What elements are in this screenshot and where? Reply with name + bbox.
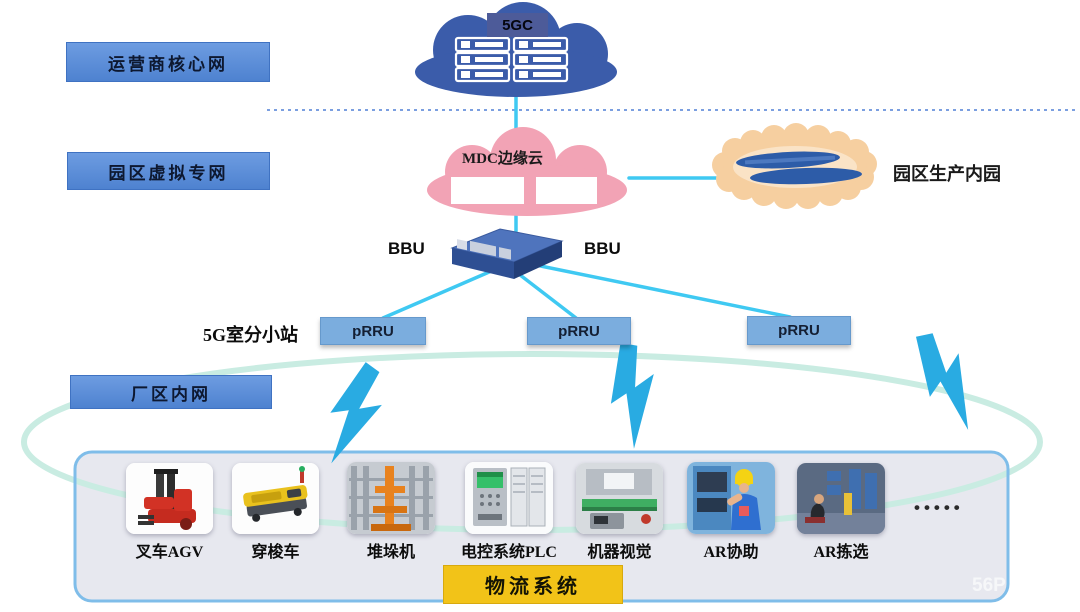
router-disk-icons [736,151,862,185]
layer-label-factory-intranet: 厂区内网 [70,375,272,409]
device-tile-ar-assist [687,462,775,534]
device-label: AR拣选 [813,544,869,561]
device-label: 电控系统PLC [460,544,557,561]
device-tile-stacker-crane [347,462,435,534]
mdc-edge-cloud [427,127,627,216]
shuttle-car-icon [232,463,319,534]
lightning-bolt-icon [610,342,654,449]
watermark: 56P [972,575,1006,596]
device-tile-shuttle-car [232,463,319,534]
device-label: 机器视觉 [587,544,652,561]
connector-lines [381,93,792,320]
edge-node-slot-1 [451,177,524,204]
device-tile-machine-vision [576,463,663,534]
prru-box-3: pRRU [747,316,851,345]
prru-box-1: pRRU [320,317,426,345]
bbu-device [450,228,564,279]
bbu-label-right: BBU [584,239,621,258]
device-label: 堆垛机 [366,544,415,561]
more-devices-dots: ••••• [914,498,964,517]
device-label: 穿梭车 [251,544,300,561]
link-bbu-prru2 [509,266,578,320]
edge-cloud-label: MDC边缘云 [462,151,543,167]
layer-label-core-network: 运营商核心网 [66,42,270,82]
logistics-system-banner: 物流系统 [443,565,623,604]
layer-label-campus-private: 园区虚拟专网 [67,152,270,190]
device-tile-plc [465,462,553,534]
prru-box-2: pRRU [527,317,631,345]
core-cloud-label: 5GC [487,13,548,37]
production-cloud-label: 园区生产内园 [893,164,1001,184]
device-label: 叉车AGV [135,544,204,561]
ar-picking-icon [797,463,885,534]
forklift-agv-icon [126,463,213,534]
plc-cabinet-icon [465,462,553,534]
server-stack-icons [454,36,569,83]
prru-station-label: 5G室分小站 [203,325,299,345]
machine-vision-icon [576,463,663,534]
production-cloud [712,123,877,209]
lightning-bolt-icon [330,362,382,464]
link-bbu-prru1 [381,264,505,320]
device-label: AR协助 [703,544,759,561]
lightning-bolt-icon [915,333,969,431]
edge-node-slot-2 [536,177,597,204]
bbu-label-left: BBU [388,239,425,258]
5gc-cloud [415,2,617,97]
wireless-lightning-bolts [330,333,969,464]
device-tile-forklift-agv [126,463,213,534]
ar-assist-icon [687,462,775,534]
link-bbu-prru3 [519,260,792,319]
stacker-crane-icon [347,462,435,534]
device-tile-ar-picking [797,463,885,534]
